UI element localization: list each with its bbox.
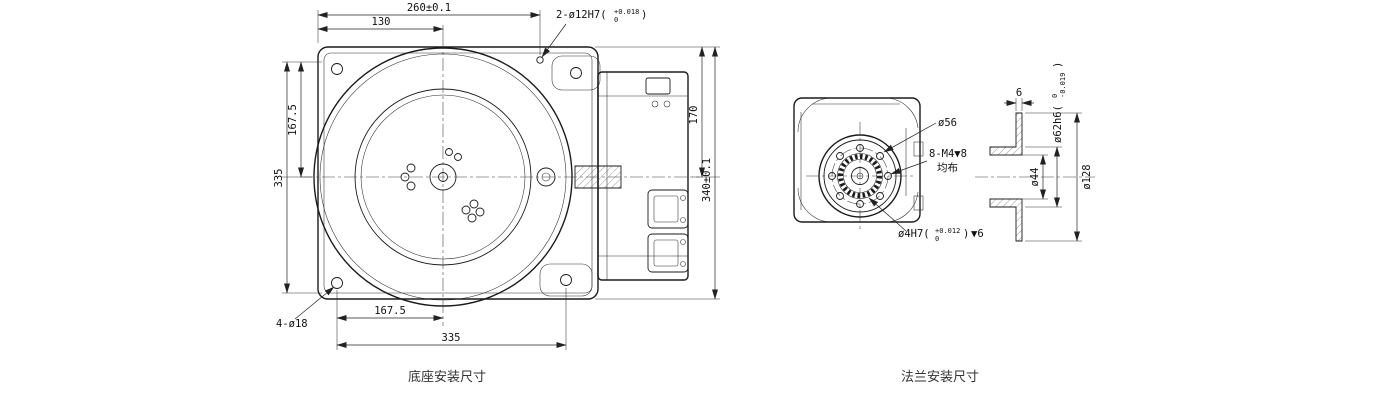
flange-caption: 法兰安装尺寸 <box>901 370 979 385</box>
bolt-hole <box>836 192 844 200</box>
dowel-hole <box>536 56 544 64</box>
connector-pin <box>680 195 686 201</box>
callout-dowel-close: ) <box>641 9 647 21</box>
flange-face <box>806 122 914 230</box>
callout-pin-tol-upper: +0.012 <box>935 227 960 235</box>
dim-335-bottom-label: 335 <box>442 332 461 344</box>
corner-hole-top-left <box>331 63 343 75</box>
housing-side-tab <box>913 195 924 211</box>
motor-top-fitting <box>645 77 671 95</box>
mount-hole <box>461 205 471 215</box>
motor-screw <box>663 100 671 108</box>
leader-bolt-holes <box>890 160 928 175</box>
mount-hole <box>454 153 462 161</box>
flange-view: ø56 8-M4▼8 均布 ø4H7( +0.012 0 ) ▼6 6 <box>793 62 1095 243</box>
mount-hole <box>475 207 485 217</box>
callout-pin-close: ) <box>963 228 969 240</box>
mount-hole <box>469 199 479 209</box>
housing-corner-arc <box>887 191 919 223</box>
callout-corner-holes-label: 4-ø18 <box>276 318 308 330</box>
section-top-half <box>989 112 1023 156</box>
housing-corner-arc <box>797 97 833 133</box>
flange-housing <box>793 97 924 223</box>
bolt-hole <box>876 152 884 160</box>
connector-pin <box>680 239 686 245</box>
callout-dowel-tol-upper: +0.018 <box>614 8 639 16</box>
mount-hole <box>445 148 453 156</box>
leader-corner-holes <box>294 286 335 320</box>
connector-2-inner <box>653 239 679 267</box>
corner-hole-top-right <box>570 67 582 79</box>
dim-6-label: 6 <box>1016 87 1022 99</box>
flange-callouts: ø56 8-M4▼8 均布 ø4H7( +0.012 0 ) ▼6 <box>868 117 984 243</box>
housing-side-tab <box>913 141 924 157</box>
connector-block-2 <box>647 233 689 273</box>
base-housing <box>317 46 601 300</box>
callout-bolts-line2: 均布 <box>937 162 958 174</box>
housing-corner-arc <box>887 97 919 129</box>
callout-bolts-line1: 8-M4▼8 <box>929 148 967 160</box>
callout-pin-tol-lower: 0 <box>935 235 939 243</box>
dim-56-label: ø56 <box>938 117 957 129</box>
flange-section <box>975 112 1095 242</box>
corner-hole-bottom-right <box>560 274 572 286</box>
base-centerlines <box>300 36 700 326</box>
leader-dowel-holes <box>541 23 567 58</box>
dim-128-label: ø128 <box>1081 164 1093 189</box>
dim-167-5-left-label: 167.5 <box>287 104 299 136</box>
mount-hole <box>406 181 416 191</box>
dim-62-main: ø62h6( <box>1052 105 1064 143</box>
connector-block-1 <box>647 189 689 229</box>
mount-hole <box>467 213 477 223</box>
base-dimensions: 260±0.1 130 2-ø12H7( +0.018 0 ) 167.5 33… <box>273 2 720 350</box>
corner-hole-bottom-left <box>331 277 343 289</box>
section-bottom-half <box>989 198 1023 242</box>
motor-screw <box>651 100 659 108</box>
base-housing-inner-contour <box>323 52 593 294</box>
connector-1-inner <box>653 195 679 223</box>
dim-340-label: 340±0.1 <box>701 158 713 202</box>
callout-dowel-tol-lower: 0 <box>614 16 618 24</box>
leader-pin-hole <box>868 197 907 232</box>
base-housing-outline <box>317 46 599 300</box>
flange-housing-outline <box>793 97 921 223</box>
base-view: 260±0.1 130 2-ø12H7( +0.018 0 ) 167.5 33… <box>273 2 720 350</box>
dim-130-label: 130 <box>372 16 391 28</box>
dim-62-tol-upper: 0 <box>1051 94 1059 98</box>
dim-260-label: 260±0.1 <box>407 2 451 14</box>
bolt-hole <box>876 192 884 200</box>
bolt-hole <box>836 152 844 160</box>
mount-hole <box>406 163 416 173</box>
base-caption: 底座安装尺寸 <box>408 369 486 385</box>
connector-pin <box>680 217 686 223</box>
housing-corner-arc <box>797 187 833 223</box>
dim-335-left-label: 335 <box>273 169 285 188</box>
dim-62-label-group: ø62h6( 0 -0.019 ) <box>1051 62 1067 143</box>
dim-62-close: ) <box>1052 62 1064 68</box>
callout-dowel-main: 2-ø12H7( <box>556 9 607 21</box>
callout-pin-main: ø4H7( <box>898 228 930 240</box>
corner-pad-top-right <box>551 55 601 91</box>
dim-167-5-bottom-label: 167.5 <box>374 305 406 317</box>
leader-d56 <box>883 122 937 153</box>
dim-44-label: ø44 <box>1029 168 1041 187</box>
dim-62-tol-lower: -0.019 <box>1059 73 1067 98</box>
callout-pin-depth: ▼6 <box>971 228 984 240</box>
dim-170-label: 170 <box>688 106 700 125</box>
connector-pin <box>680 261 686 267</box>
flange-section-dimensions: 6 ø62h6( 0 -0.019 ) ø44 ø128 <box>992 62 1093 242</box>
